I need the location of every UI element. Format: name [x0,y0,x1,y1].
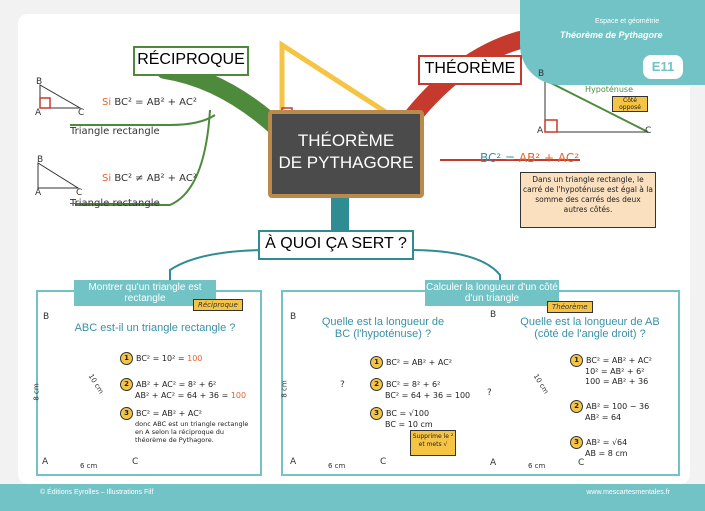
p2-side-ac: 6 cm [328,462,346,470]
step-number: 3 [370,407,383,420]
step-number: 1 [370,356,383,369]
p2-side-ab: 8 cm [280,380,289,398]
step-number: 2 [370,378,383,391]
central-topic-board: THÉORÈME DE PYTHAGORE [268,110,424,198]
label-c3: C [645,126,652,136]
panel2-question-left: Quelle est la longueur de BC (l'hypoténu… [321,316,445,340]
p3-label-a: A [490,458,497,468]
p3-side-ac: 6 cm [528,462,546,470]
p1-label-b: B [43,312,50,322]
sqrt-tip-note: Supprime le ² et mets √ [410,430,456,456]
p3-label-c: C [578,458,585,468]
label-b2: B [37,155,44,165]
step-number: 3 [120,407,133,420]
p2-label-b: B [290,312,297,322]
label-c1: C [78,108,85,118]
label-b1: B [36,77,43,87]
theorem-formula: BC² = AB² + AC² [480,151,580,165]
footer-website[interactable]: www.mescartesmentales.fr [586,489,670,496]
label-a1: A [35,108,42,118]
sheet-code-badge: E11 [643,55,683,79]
label-c2: C [76,188,83,198]
panel1-tag: Réciproque [193,299,243,311]
usage-title: À QUOI ÇA SERT ? [258,230,414,260]
panel2-tab: Calculer la longueur d'un côté d'un tria… [425,280,559,306]
step-number: 1 [120,352,133,365]
reciprocal-title: RÉCIPROQUE [133,46,249,76]
page-title: Théorème de Pythagore [560,30,663,40]
p1-side-ab: 8 cm [32,383,41,401]
footer-bar [0,484,705,511]
reciprocal-result2: Triangle rectangle [70,198,160,209]
label-a2: A [35,188,42,198]
p2-label-c: C [380,457,387,467]
panel2-tag: Théorème [547,301,593,313]
panel-show-right-triangle [36,290,262,476]
label-b3: B [538,69,545,79]
p1-label-a: A [42,457,49,467]
p3-side-ab: ? [487,388,492,398]
theorem-statement-note: Dans un triangle rectangle, le carré de … [515,167,656,228]
reciprocal-result1: Triangle rectangle [70,126,160,137]
footer-credit: © Éditions Eyrolles – Illustrations Filf [40,489,154,496]
category-label: Espace et géométrie [595,18,660,25]
step-number: 3 [570,436,583,449]
step-number: 2 [120,378,133,391]
p1-label-c: C [132,457,139,467]
panel2-question-right: Quelle est la longueur de AB (côté de l'… [520,316,660,340]
reciprocal-eq1: Si BC² = AB² + AC² [102,97,197,108]
reciprocal-eq2: Si BC² ≠ AB² + AC² [102,173,197,184]
step-number: 1 [570,354,583,367]
central-topic-line1: THÉORÈME [297,131,395,150]
opposite-side-note: Côté opposé [612,96,648,112]
central-topic-line2: DE PYTHAGORE [278,153,414,172]
hypotenuse-label: Hypoténuse [585,85,634,94]
panel-compute-side [281,290,680,476]
p3-label-b: B [490,310,497,320]
step-number: 2 [570,400,583,413]
p1-side-ac: 6 cm [80,462,98,470]
panel1-tab: Montrer qu'un triangle est rectangle [74,280,216,306]
p2-label-a: A [290,457,297,467]
p2-side-bc: ? [340,380,345,390]
label-a3: A [537,126,544,136]
panel1-question: ABC est-il un triangle rectangle ? [74,322,236,334]
theorem-title: THÉORÈME [418,55,522,85]
